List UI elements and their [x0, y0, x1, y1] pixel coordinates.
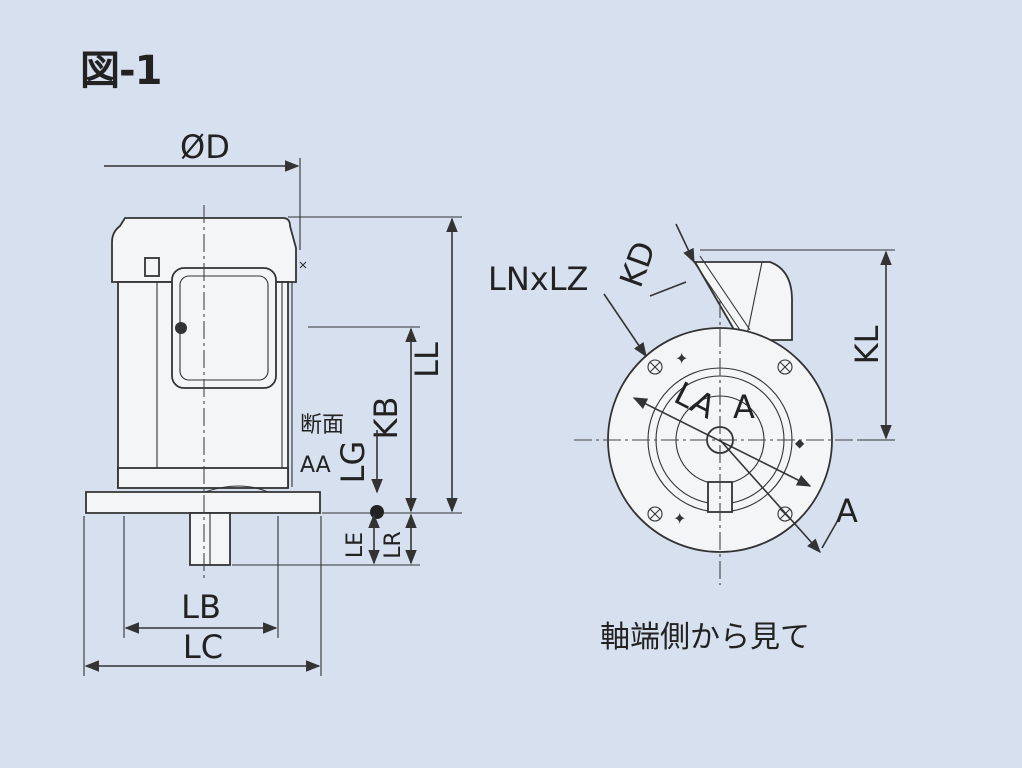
- bracket: [144, 257, 160, 277]
- lg-label: LG: [334, 441, 372, 484]
- le-label: LE: [343, 532, 368, 558]
- svg-text:✦: ✦: [675, 349, 688, 368]
- kb-label: KB: [367, 397, 405, 440]
- side-view: ØD LL KB LG 断面 AA LE LR: [83, 128, 462, 676]
- lr-label: LR: [381, 531, 406, 559]
- shaft-view-caption: 軸端側から見て: [600, 620, 810, 655]
- terminal-box-tab: [693, 261, 793, 341]
- svg-text:◆: ◆: [795, 436, 805, 450]
- datum-dot: [370, 505, 384, 519]
- terminal-box: [171, 267, 277, 389]
- svg-text:✦: ✦: [673, 509, 686, 528]
- terminal-screw: [175, 322, 187, 334]
- flange: [85, 491, 321, 514]
- lnxlz-label: LNxLZ: [488, 260, 588, 298]
- a-edge-label: A: [836, 492, 858, 530]
- lc-label: LC: [183, 628, 223, 666]
- section-aa-label: AA: [300, 453, 331, 478]
- od-label: ØD: [180, 128, 230, 166]
- lb-label: LB: [181, 588, 221, 626]
- ll-label: LL: [408, 342, 446, 378]
- front-view: ✦ ✦ ◆ LNxLZ KD KL LA A A: [488, 223, 895, 655]
- kl-label: KL: [848, 325, 886, 364]
- section-label: 断面: [300, 413, 344, 438]
- figure-title: 図-1: [80, 48, 162, 94]
- kd-label: KD: [612, 236, 663, 292]
- a-center-label: A: [733, 388, 755, 426]
